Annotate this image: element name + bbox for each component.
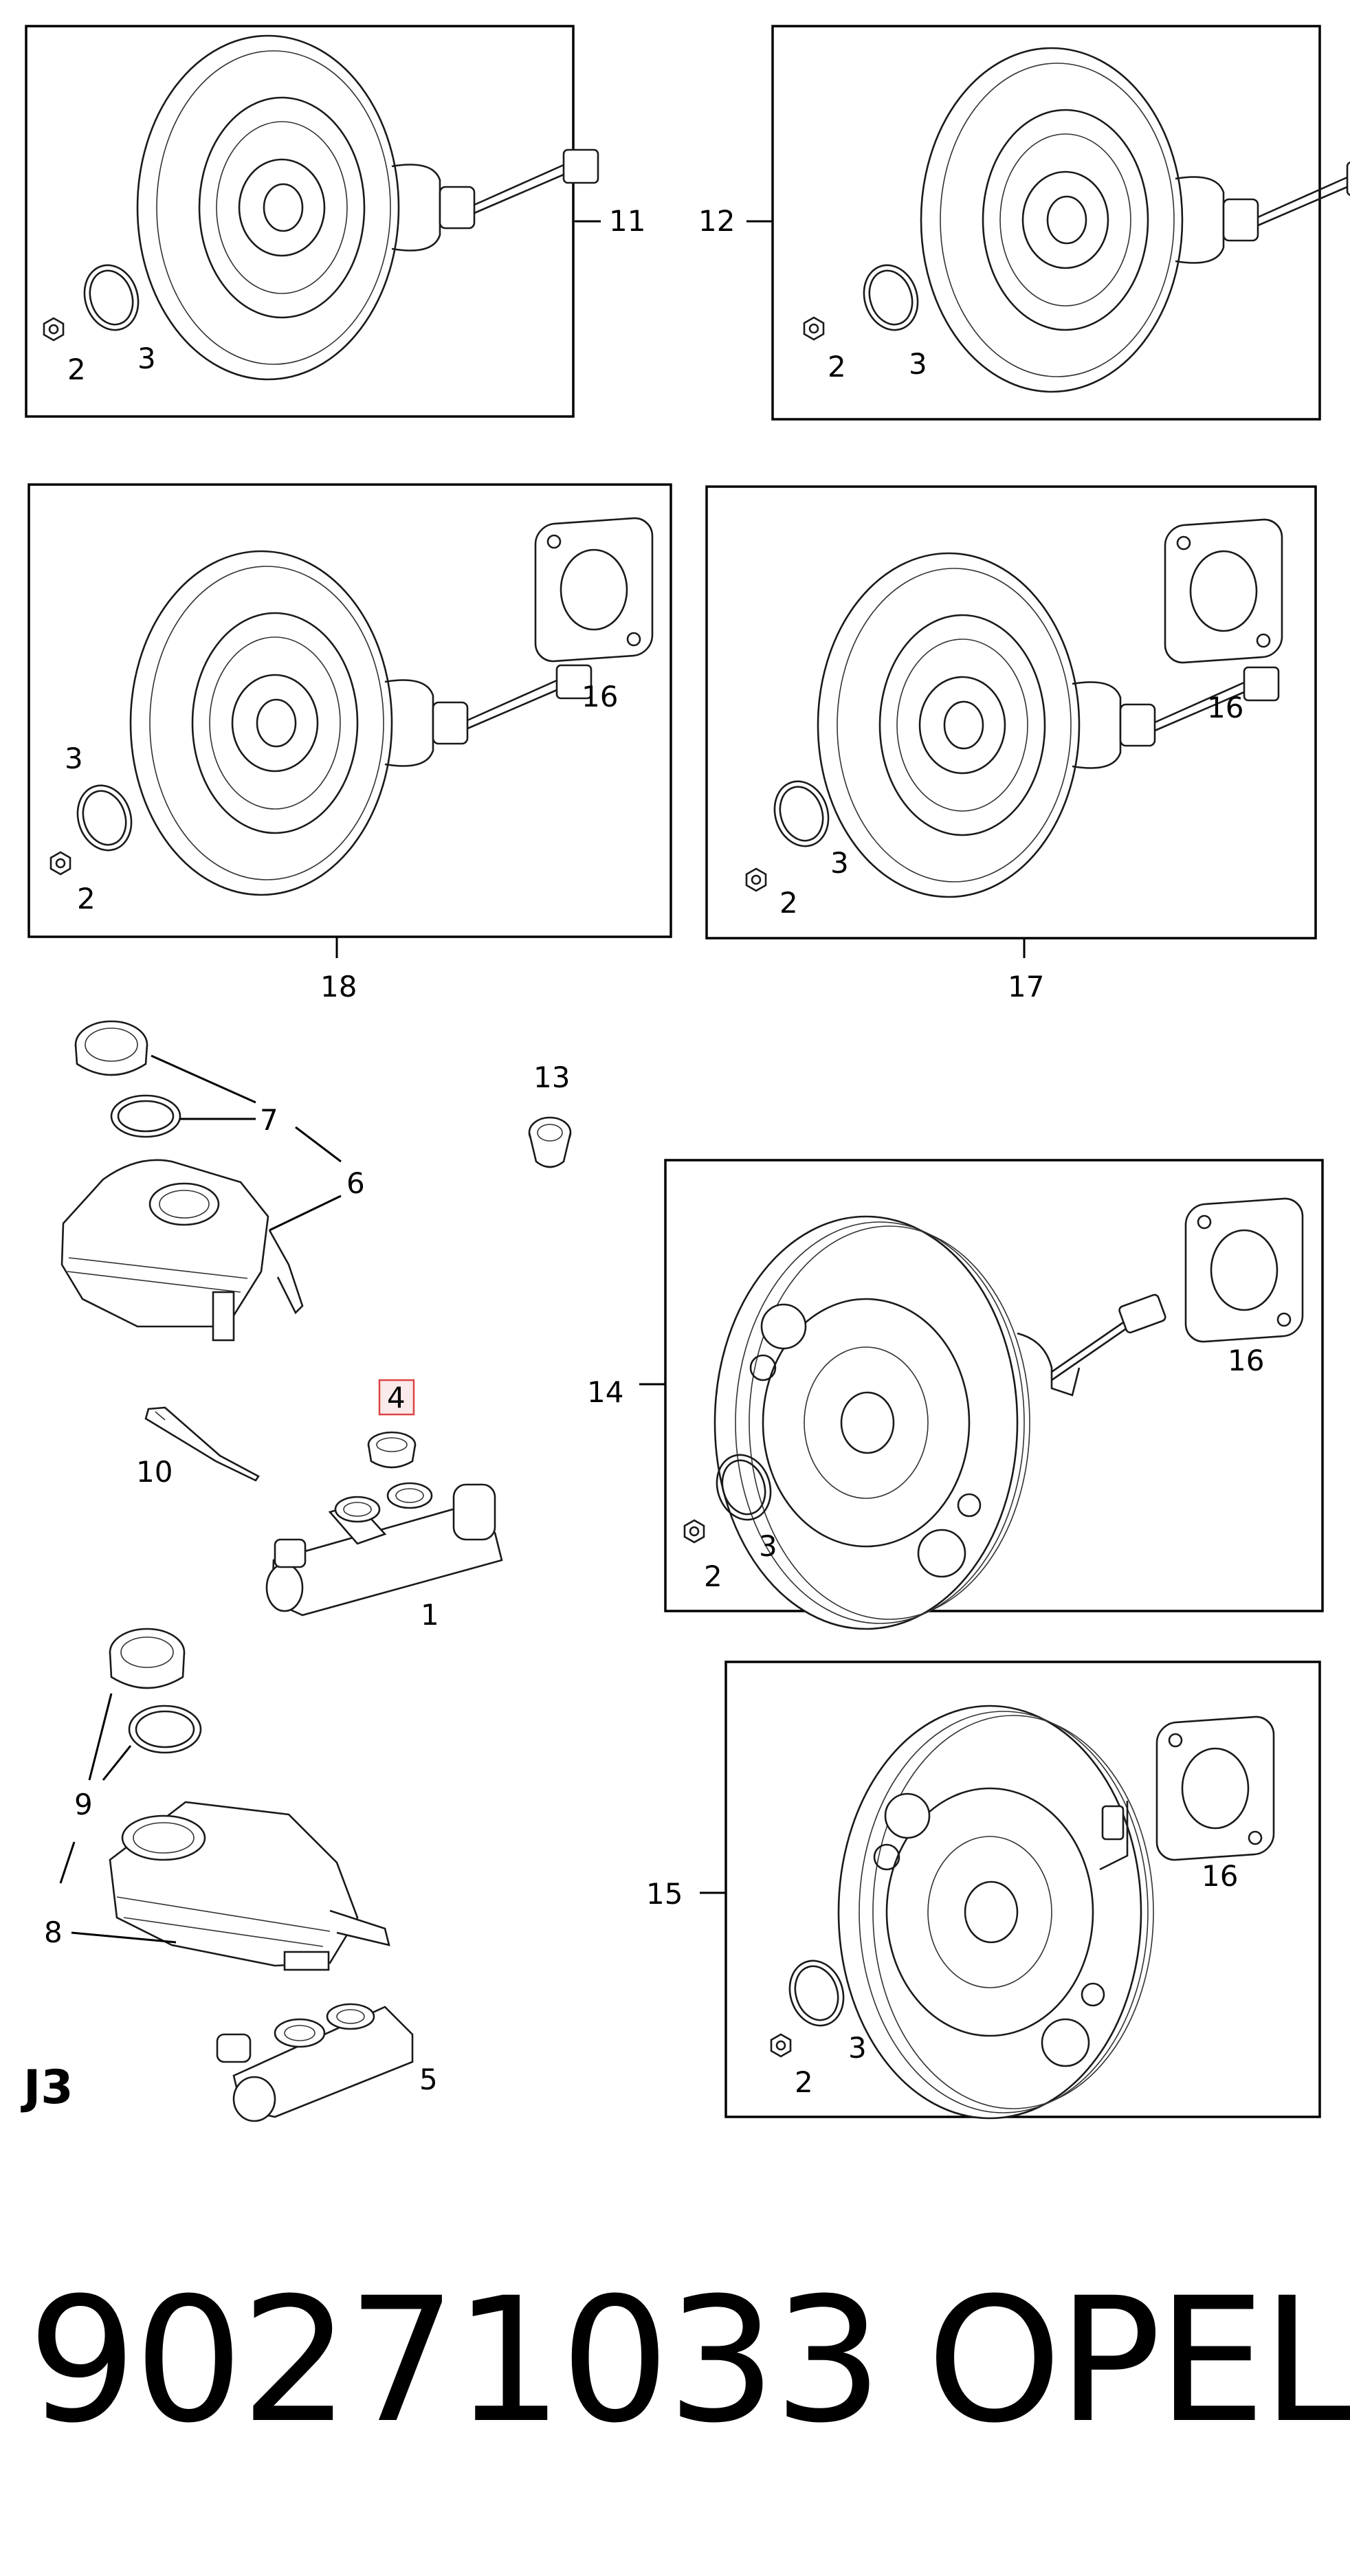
callout-3: 3 xyxy=(848,2031,867,2065)
callout-1: 1 xyxy=(421,1598,439,1632)
reservoir-cap-9 xyxy=(109,1628,202,1754)
pin-10 xyxy=(144,1406,260,1482)
section-code: J3 xyxy=(23,2061,74,2115)
callout-2: 2 xyxy=(77,882,96,915)
callout-12: 12 xyxy=(698,204,735,238)
callout-10: 10 xyxy=(136,1455,173,1489)
seal-4 xyxy=(367,1431,417,1469)
callout-16: 16 xyxy=(1207,691,1243,724)
booster-assembly-14 xyxy=(639,1159,1324,1630)
callout-16: 16 xyxy=(1202,1859,1238,1893)
callout-3: 3 xyxy=(65,742,83,775)
callout-4-highlight xyxy=(378,1379,415,1416)
master-cylinder-1 xyxy=(265,1482,503,1617)
callout-16: 16 xyxy=(582,680,618,713)
booster-assembly-17 xyxy=(705,485,1317,958)
callout-2: 2 xyxy=(704,1559,722,1593)
callout-17: 17 xyxy=(1008,970,1044,1003)
part-number: 90271033 xyxy=(27,2261,883,2461)
booster-assembly-12 xyxy=(746,25,1350,421)
fluid-reservoir-6 xyxy=(60,1159,304,1342)
booster-assembly-15 xyxy=(700,1661,1321,2120)
grommet-13 xyxy=(528,1116,572,1168)
callout-5: 5 xyxy=(419,2063,438,2096)
callout-16: 16 xyxy=(1228,1344,1264,1377)
callout-8: 8 xyxy=(44,1916,63,1949)
callout-2: 2 xyxy=(795,2065,813,2099)
brand-name: OPEL xyxy=(927,2261,1350,2461)
callout-6: 6 xyxy=(346,1166,365,1200)
callout-11: 11 xyxy=(609,204,645,238)
callout-13: 13 xyxy=(533,1061,570,1094)
booster-assembly-18 xyxy=(27,483,672,958)
callout-3: 3 xyxy=(909,347,927,381)
fluid-reservoir-8 xyxy=(109,1801,390,1971)
reservoir-cap-7 xyxy=(74,1020,181,1138)
callout-14: 14 xyxy=(587,1375,623,1409)
callout-15: 15 xyxy=(646,1877,683,1911)
callout-9: 9 xyxy=(74,1788,93,1821)
master-cylinder-5 xyxy=(216,2003,414,2122)
callout-2: 2 xyxy=(67,353,86,386)
callout-2: 2 xyxy=(828,350,846,384)
callout-2: 2 xyxy=(779,886,798,920)
booster-assembly-11 xyxy=(25,25,601,418)
callout-3: 3 xyxy=(830,846,849,880)
callout-3: 3 xyxy=(137,342,156,375)
callout-3: 3 xyxy=(759,1529,777,1563)
callout-18: 18 xyxy=(320,970,357,1003)
callout-4: 4 xyxy=(387,1381,406,1414)
callout-7: 7 xyxy=(260,1103,278,1137)
